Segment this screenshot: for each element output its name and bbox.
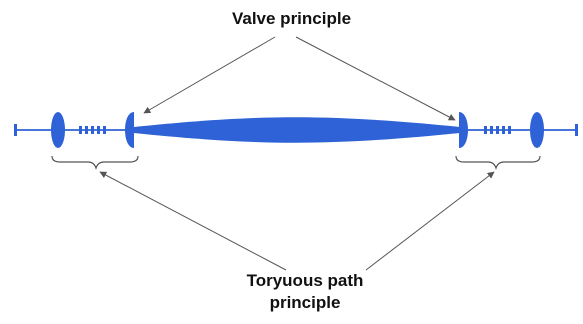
right-end-tick [575, 124, 578, 136]
right-outer-lens [530, 112, 544, 148]
valve-principle-label: Valve principle [231, 9, 352, 28]
left-end-tick [14, 124, 17, 136]
left-valve [125, 112, 134, 148]
left-brace [51, 155, 139, 170]
arrow-bottom-to-left-brace [99, 171, 287, 271]
left-dash-group [79, 126, 106, 134]
arrow-bottom-to-right-brace [365, 171, 495, 271]
arrow-top-to-left-valve [143, 36, 276, 114]
tortuous-path-label-line2: principle [269, 293, 341, 312]
right-dash-group [484, 126, 511, 134]
tortuous-path-label: Toryuous path principle [190, 270, 420, 314]
tortuous-path-label-line1: Toryuous path [246, 271, 364, 290]
arrow-top-to-right-valve [295, 36, 456, 121]
right-brace [455, 155, 541, 170]
left-outer-lens [51, 112, 65, 148]
central-spindle [134, 117, 460, 143]
right-valve [459, 112, 468, 148]
